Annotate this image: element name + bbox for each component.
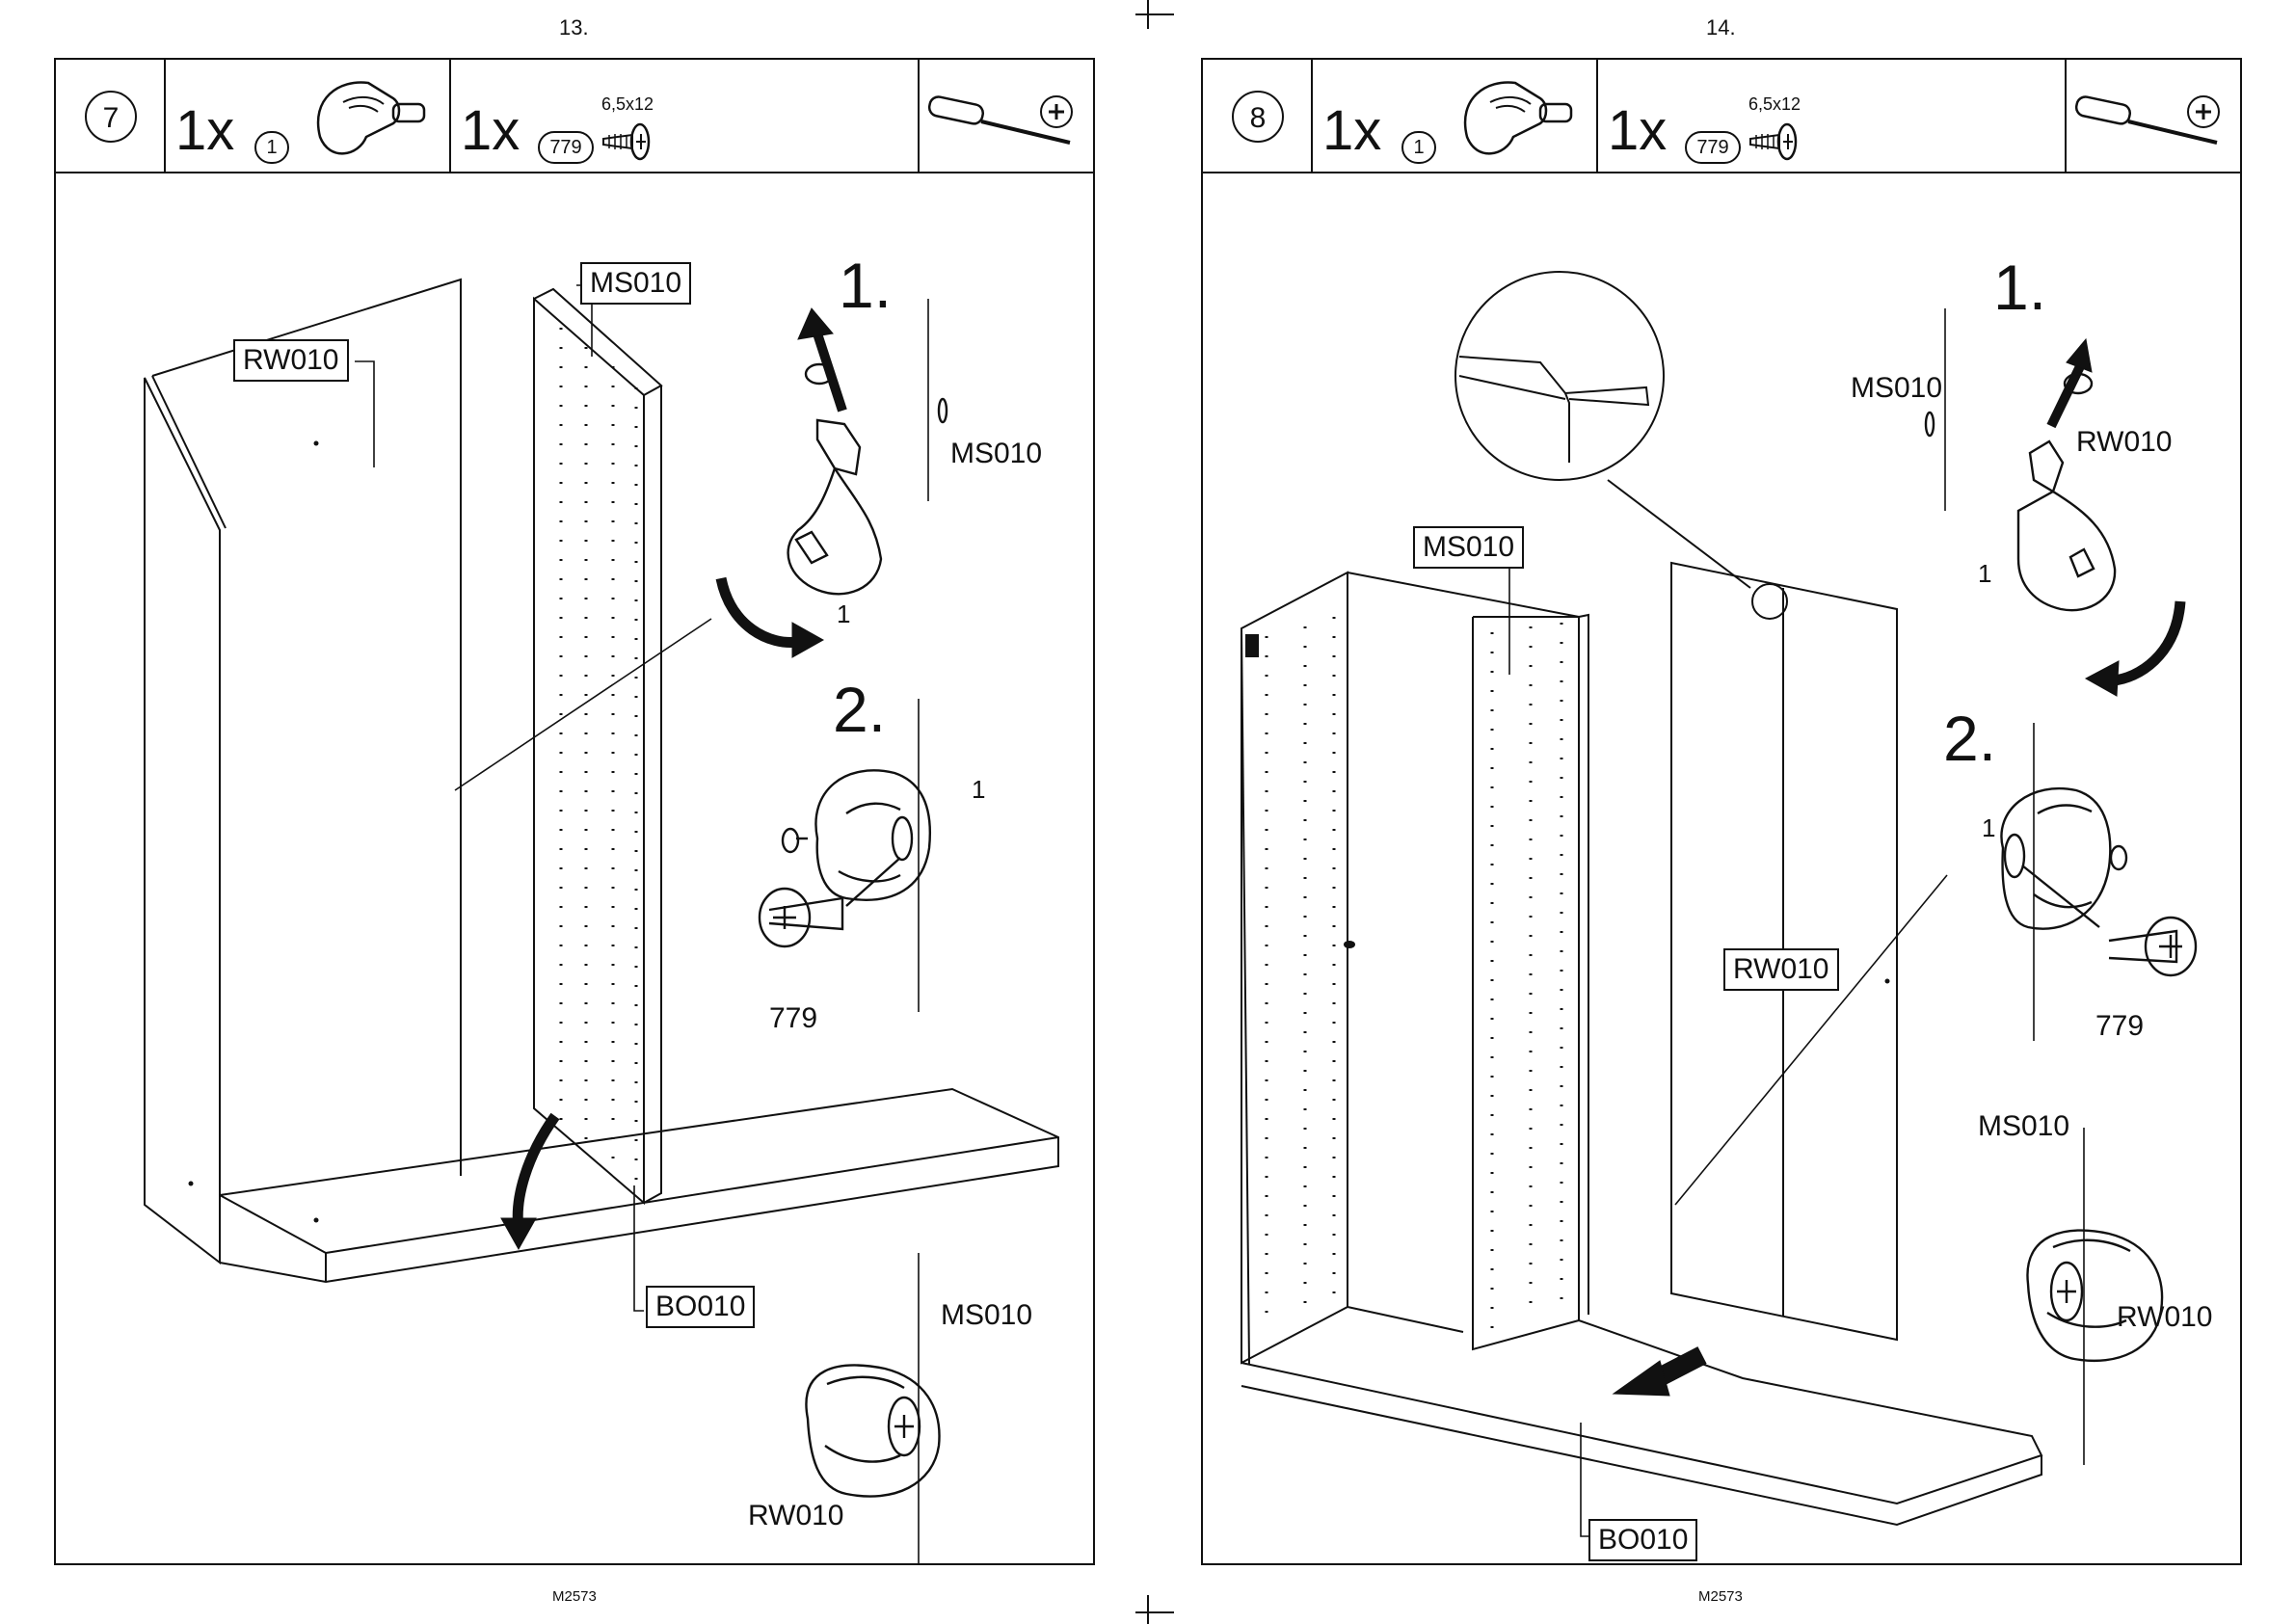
crop-mark <box>1147 1595 1149 1624</box>
part-id-badge: 1 <box>1401 131 1436 164</box>
callout-part: 1 <box>972 775 985 805</box>
part-quantity: 1x <box>1322 100 1381 162</box>
parts-header: 8 1x 1 1x 779 6,5x12 <box>1203 60 2240 173</box>
callout-rw: RW010 <box>2076 426 2173 459</box>
cabinet-assembly-drawing <box>56 173 1093 1563</box>
screw-icon <box>1747 120 1804 162</box>
page-number: 13. <box>559 15 589 40</box>
tool-cell <box>2067 60 2240 172</box>
substep-number: 1. <box>1993 251 2046 324</box>
part-quantity: 1x <box>1608 100 1667 162</box>
parts-header: 7 1x 1 1x 779 6,5x12 <box>56 60 1093 173</box>
callout-part: 1 <box>1982 813 1995 843</box>
callout-part: 1 <box>837 599 850 629</box>
panel-label-rear: RW010 <box>233 339 349 382</box>
screwdriver-icon <box>925 93 1080 150</box>
screwdriver-icon <box>2072 93 2227 150</box>
callout-rw: RW010 <box>2117 1301 2213 1334</box>
assembly-diagram: RW010 MS010 BO010 1. 2. MS010 1 1 779 MS… <box>56 173 1093 1563</box>
callout-screw: 779 <box>2095 1010 2144 1043</box>
part-quantity: 1x <box>461 100 520 162</box>
cabinet-assembly-drawing <box>1203 173 2240 1563</box>
step-frame: 8 1x 1 1x 779 6,5x12 <box>1201 58 2242 1565</box>
tool-cell <box>920 60 1093 172</box>
panel-label-bottom: BO010 <box>646 1286 755 1328</box>
substep-number: 2. <box>1943 702 1996 775</box>
substep-number: 2. <box>833 673 886 746</box>
part-quantity: 1x <box>175 100 234 162</box>
step-frame: 7 1x 1 1x 779 6,5x12 <box>54 58 1095 1565</box>
callout-ms: MS010 <box>950 438 1042 470</box>
assembly-diagram: MS010 RW010 BO010 1. 2. MS010 RW010 1 1 … <box>1203 173 2240 1563</box>
callout-ms: MS010 <box>1851 372 1942 405</box>
part-cell-screw: 1x 779 6,5x12 <box>1598 60 2067 172</box>
page-footer: M2573 <box>1698 1588 1743 1605</box>
screw-spec: 6,5x12 <box>601 94 654 115</box>
part-id-badge: 779 <box>1685 131 1741 164</box>
panel-label-middle: MS010 <box>1413 526 1524 569</box>
screw-icon <box>600 120 657 162</box>
panel-label-bottom: BO010 <box>1588 1519 1697 1561</box>
screw-spec: 6,5x12 <box>1748 94 1801 115</box>
page-footer: M2573 <box>552 1588 597 1605</box>
step-number: 7 <box>85 91 137 143</box>
step-cell: 7 <box>56 60 166 172</box>
callout-ms: MS010 <box>941 1299 1032 1332</box>
callout-part: 1 <box>1978 559 1991 589</box>
callout-ms: MS010 <box>1978 1110 2069 1143</box>
substep-number: 1. <box>839 249 892 322</box>
callout-rw: RW010 <box>748 1500 844 1532</box>
panel-label-rear: RW010 <box>1723 948 1839 991</box>
bracket-icon <box>301 69 445 166</box>
part-id-badge: 1 <box>254 131 289 164</box>
step-cell: 8 <box>1203 60 1313 172</box>
crop-mark <box>1135 13 1174 15</box>
part-cell-screw: 1x 779 6,5x12 <box>451 60 920 172</box>
callout-screw: 779 <box>769 1002 817 1035</box>
crop-mark <box>1135 1611 1174 1613</box>
panel-label-middle: MS010 <box>580 262 691 305</box>
part-cell-bracket: 1x 1 <box>1313 60 1598 172</box>
page-number: 14. <box>1706 15 1736 40</box>
part-id-badge: 779 <box>538 131 594 164</box>
part-cell-bracket: 1x 1 <box>166 60 451 172</box>
bracket-icon <box>1448 69 1592 166</box>
step-number: 8 <box>1232 91 1284 143</box>
